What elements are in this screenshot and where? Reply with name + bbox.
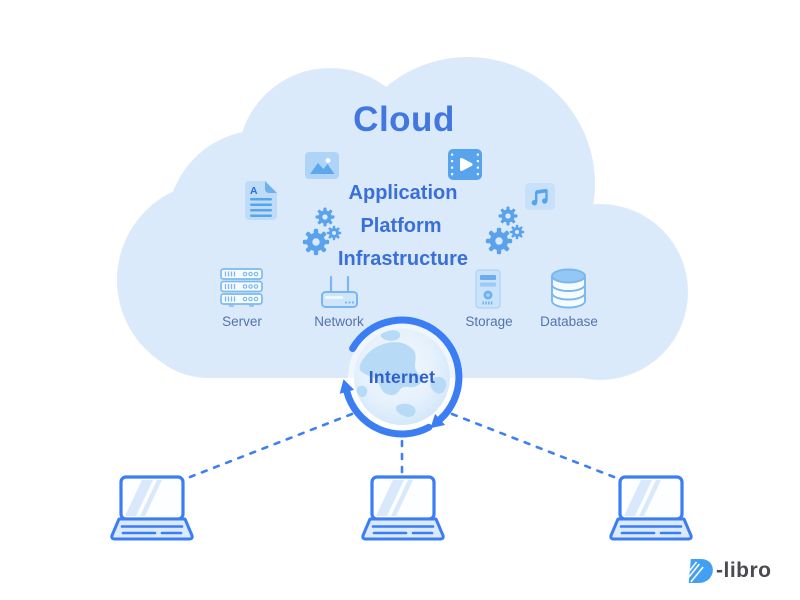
network-icon [321,275,358,308]
sync-arrows-icon [339,316,463,438]
server-icon [220,268,263,307]
document-icon: A [245,181,277,220]
document-letter: A [250,185,258,197]
dlibro-logo-mark-icon [688,559,713,583]
layer-platform: Platform [360,215,442,237]
label-database: Database [540,314,598,329]
internet-label: Internet [368,367,436,387]
globe-continents [356,330,447,417]
layer-infrastructure: Infrastructure [337,248,469,270]
dlibro-logo-text: -libro [716,559,772,582]
connection-line-right [450,412,616,479]
database-icon [551,268,586,309]
cloud-shape [117,57,688,380]
internet-globe [339,316,463,438]
label-storage: Storage [465,314,513,329]
music-icon [525,183,555,210]
dlibro-logo: D -libro [688,557,772,585]
layer-application: Application [348,182,458,204]
video-icon [448,149,482,180]
label-server: Server [222,314,262,329]
image-icon [305,152,339,179]
laptop-icon-middle [363,477,443,539]
label-network: Network [314,314,364,329]
laptop-icon-left [112,477,192,539]
laptop-icon-right [611,477,691,539]
cloud-title: Cloud [353,100,455,139]
connection-line-left [188,412,354,479]
storage-icon [475,269,501,309]
